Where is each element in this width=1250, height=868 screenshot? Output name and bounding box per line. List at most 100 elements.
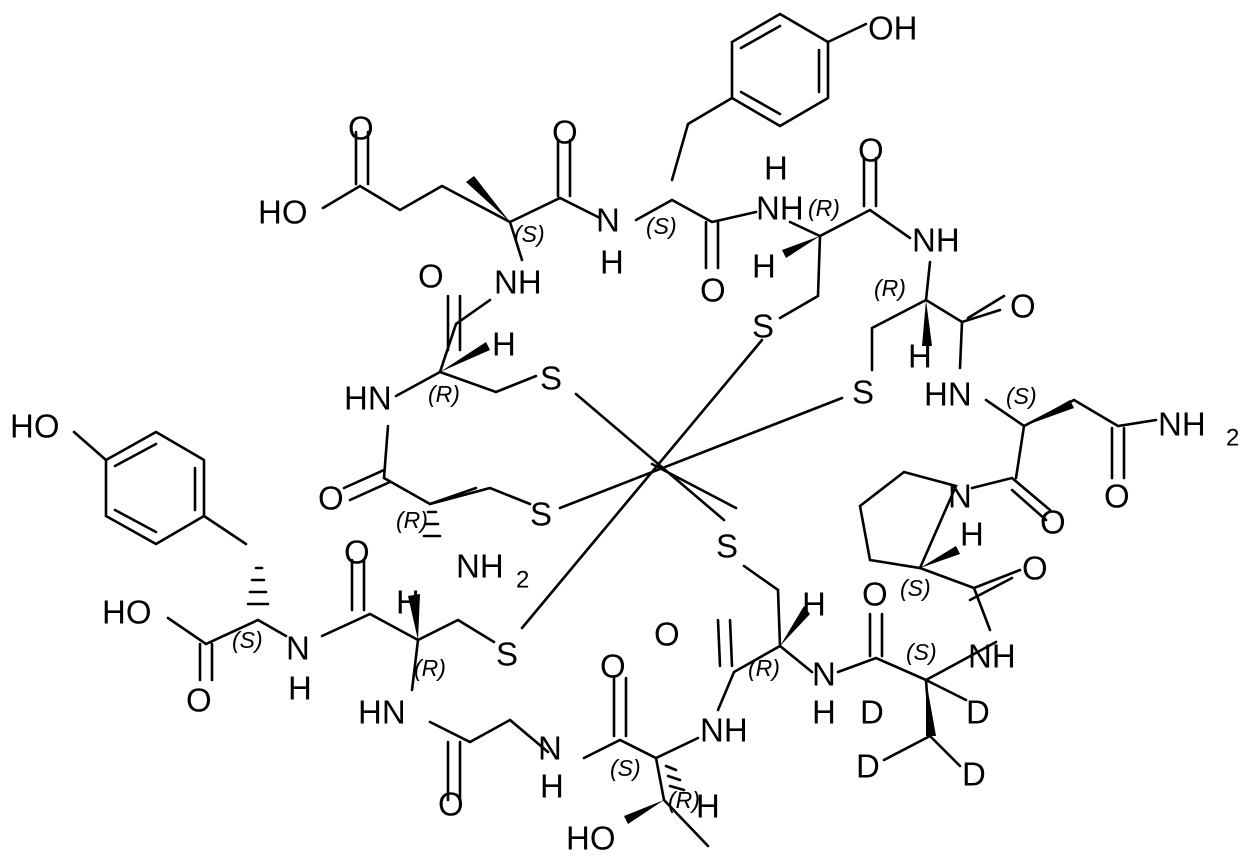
nh2-asn-sub: 2 — [1226, 425, 1239, 452]
hash-nterm — [422, 510, 442, 538]
nh-glu: NH — [494, 264, 542, 301]
h-cys-right: H — [908, 338, 932, 375]
h-cys-lt: H — [492, 326, 516, 363]
n-pro: N — [948, 478, 972, 515]
cys-nterm-backbone — [342, 424, 478, 506]
cys-bl-backbone — [320, 558, 420, 692]
pro-ring — [858, 470, 958, 570]
h-pro: H — [960, 516, 984, 553]
cys-top-sidechain — [778, 234, 822, 320]
o-gly-carbonyl: O — [438, 786, 464, 823]
wedge-ala — [926, 680, 936, 736]
wedge-cys-bl — [408, 594, 420, 640]
h-tyr-cys: H — [764, 150, 788, 187]
glu-carbonyl — [508, 138, 602, 224]
tyr-left-ring-inner — [113, 442, 197, 534]
asn-carbonyl — [1110, 426, 1126, 480]
wedge-thr — [624, 800, 664, 824]
ho-tyr-left: HO — [10, 408, 60, 445]
stereo-pro: (S) — [900, 575, 931, 601]
tyr-left-ch2 — [202, 514, 248, 546]
nh2-nterm-sub: 2 — [516, 567, 529, 594]
h-cys-br: H — [802, 586, 826, 623]
tyr-top-ring — [730, 12, 830, 128]
o-tyr-carbonyl: O — [700, 272, 726, 309]
o-glu-acid: O — [348, 110, 374, 147]
cys-right-backbone — [924, 260, 1006, 370]
o-cys-bl-carbonyl: O — [344, 534, 370, 571]
stereo-labels: (S) (S) (R) (R) (S) (S) (S) (R) (S) (R) … — [232, 195, 1037, 813]
tyr-left-ring — [104, 430, 206, 546]
nh-cys-top-right: NH — [912, 222, 960, 259]
stereo-ala: (S) — [906, 639, 937, 665]
o-cys-lt-carbonyl: O — [418, 258, 444, 295]
hash-thr — [664, 764, 686, 792]
d-ala-bottom-left: D — [856, 748, 880, 785]
thr-backbone — [582, 676, 700, 760]
h-gly-thr: H — [540, 768, 564, 805]
glu-acid — [321, 130, 512, 224]
tyr-left-oh-bond — [72, 430, 108, 462]
o-cys-top-carbonyl: O — [858, 132, 884, 169]
h-thr-alpha: H — [696, 788, 720, 825]
cys-top-backbone — [788, 156, 912, 240]
tyr-left-backbone — [166, 616, 288, 682]
stereo-cys-bl: (R) — [414, 655, 446, 681]
h-tyr-left: H — [288, 670, 312, 707]
wedge-cys-br — [780, 606, 810, 646]
o-glu-carbonyl: O — [552, 114, 578, 151]
n-tyr-left: N — [286, 630, 310, 667]
stereo-tyr-top: (S) — [646, 213, 677, 239]
hn-asn: HN — [924, 376, 972, 413]
o-asn: O — [1104, 478, 1130, 515]
glu-n — [508, 220, 524, 262]
stereo-cys-top: (R) — [808, 195, 840, 221]
hn-cys-lt: HN — [344, 380, 392, 417]
stereo-thr-beta: (R) — [668, 787, 700, 813]
n-gly-thr: N — [538, 730, 562, 767]
cys-br-sidechain — [742, 564, 782, 648]
o-pro-carbonyl: O — [1022, 550, 1048, 587]
pro-carbonyl — [918, 566, 1022, 632]
pro-n-carbonyl — [970, 476, 1052, 522]
stereo-asn: (S) — [1006, 383, 1037, 409]
ho-tyr-left-acid: HO — [102, 594, 152, 631]
h-glu-tyr: H — [600, 244, 624, 281]
nh2-asn: NH — [1158, 406, 1206, 443]
ho-glu-acid: HO — [258, 194, 308, 231]
wedge-cys-lt — [440, 342, 490, 372]
h-cys-bl: H — [396, 584, 420, 621]
h-cys-top: H — [752, 248, 776, 285]
cys-lt-sidechain — [438, 370, 538, 394]
cys-bl-sidechain — [416, 618, 496, 644]
stereo-cys-lt: (R) — [428, 381, 460, 407]
s-cys-nterm: S — [530, 496, 552, 533]
stereo-thr-alpha: (S) — [610, 755, 641, 781]
cys-lt-backbone — [394, 294, 492, 398]
s-cys-lt: S — [540, 360, 562, 397]
n-glu-tyr: N — [596, 202, 620, 239]
stereo-tyr-left: (S) — [232, 627, 263, 653]
wedge-pro — [920, 546, 960, 568]
s-cys-br: S — [716, 528, 738, 565]
stereo-cys-nterm: (R) — [396, 507, 428, 533]
o-tyr-left-acid: O — [186, 682, 212, 719]
s-cys-top: S — [752, 308, 774, 345]
asn-backbone — [984, 398, 1158, 480]
tyr-top-oh-bond — [826, 22, 868, 44]
hn-cys-bl: HN — [358, 694, 406, 731]
hash-tyr-left — [246, 566, 270, 606]
nh-thr: NH — [700, 712, 748, 749]
stereo-cys-br: (R) — [748, 655, 780, 681]
d-ala-left: D — [860, 694, 884, 731]
gly-backbone — [428, 718, 550, 802]
ho-thr: HO — [566, 820, 616, 857]
tyr-top-ring-inner — [739, 24, 821, 116]
disulfide-bonds — [520, 338, 844, 630]
s-cys-right: S — [852, 374, 874, 411]
cys-br-backbone — [716, 618, 814, 712]
stereo-cys-right: (R) — [874, 275, 906, 301]
o-pro-n-carbonyl: O — [1040, 504, 1066, 541]
